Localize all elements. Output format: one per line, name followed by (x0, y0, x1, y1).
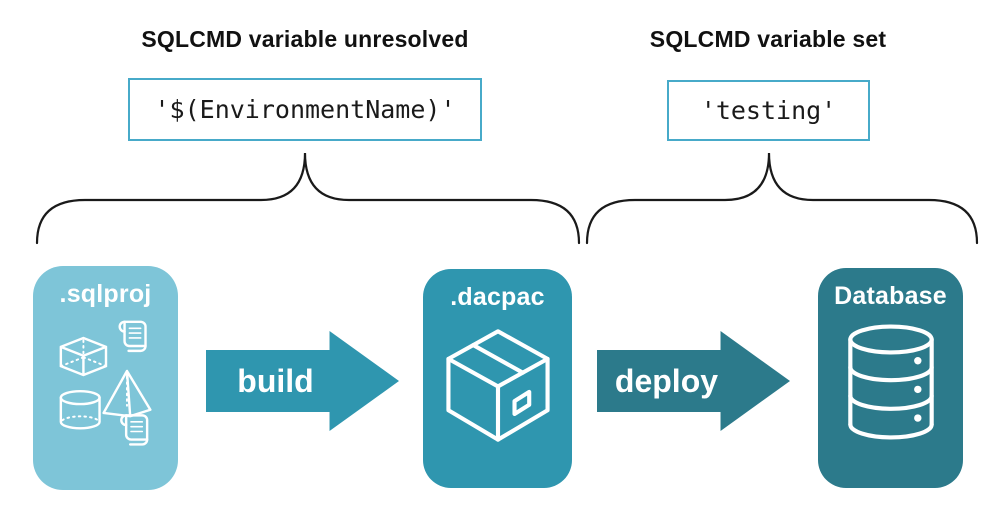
script-scroll-icon (119, 414, 148, 446)
node-sqlproj: .sqlproj (33, 266, 178, 490)
code-unresolved-text: '$(EnvironmentName)' (154, 95, 456, 124)
brace-left-icon (35, 152, 581, 245)
build-arrow-label: build (237, 362, 314, 399)
cylinder-icon (59, 389, 101, 430)
deploy-arrow-label: deploy (614, 362, 719, 399)
heading-set: SQLCMD variable set (649, 26, 887, 52)
node-database: Database (818, 268, 963, 488)
cube-icon (59, 336, 107, 377)
node-sqlproj-label: .sqlproj (59, 280, 152, 308)
node-dacpac-label: .dacpac (450, 283, 545, 311)
code-box-unresolved: '$(EnvironmentName)' (128, 78, 482, 141)
node-database-label: Database (834, 282, 947, 310)
code-box-set: 'testing' (667, 80, 870, 141)
pyramid-icon (101, 369, 152, 418)
node-dacpac: .dacpac (423, 269, 572, 488)
database-icon (847, 324, 934, 440)
script-scroll-icon (118, 320, 147, 353)
package-icon (445, 329, 550, 442)
heading-unresolved: SQLCMD variable unresolved (141, 26, 469, 52)
code-set-text: 'testing' (700, 96, 837, 125)
brace-right-icon (585, 152, 979, 245)
build-arrow-icon: build (206, 331, 399, 431)
deploy-arrow-icon: deploy (597, 331, 790, 431)
sql-objects-icon (59, 320, 152, 446)
